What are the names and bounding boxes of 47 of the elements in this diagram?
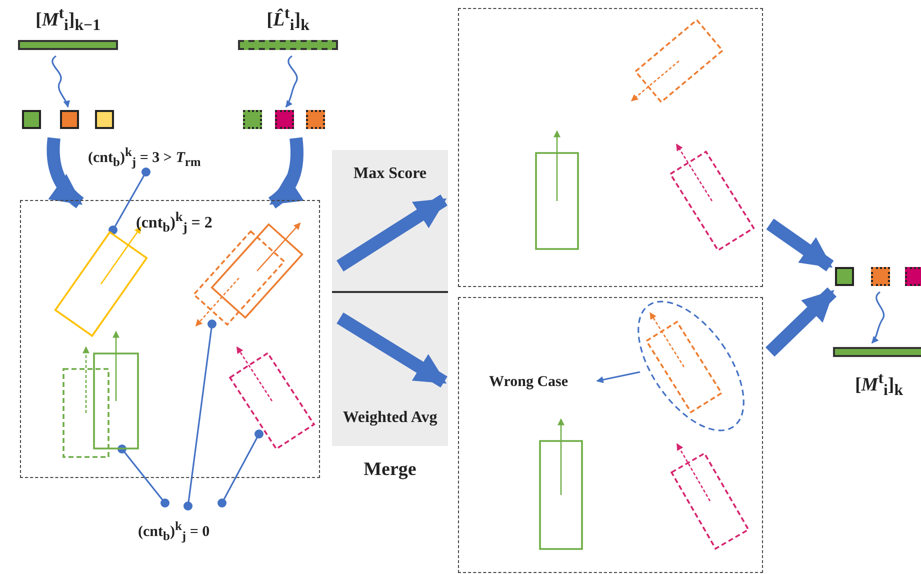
dashed-panel: [458, 297, 763, 573]
rotated-box: [228, 346, 316, 450]
rotated-box: [535, 130, 579, 250]
option-label: Weighted Avg: [342, 408, 438, 428]
formula-label: (cnt$_{b}$)$^{k}$$_{j}$ = 0: [138, 516, 210, 546]
rotated-box: [210, 222, 304, 319]
rotated-box: [62, 346, 110, 458]
color-square: [275, 110, 294, 129]
color-square: [835, 267, 854, 286]
leader-line: [184, 320, 216, 510]
formula-label: Wrong Case: [489, 372, 568, 392]
dashed-panel: [20, 200, 320, 478]
color-square: [243, 110, 262, 129]
block-arrow: [766, 218, 834, 272]
rotated-box: [670, 443, 750, 550]
formula-label: (cnt$_{b}$)$^{k}$$_{j}$ = 3 > T$_{rm}$: [88, 142, 201, 172]
formula-label: (cnt$_{b}$)$^{k}$$_{j}$ = 2: [136, 208, 212, 237]
rotated-box: [93, 330, 139, 450]
leader-line: [218, 430, 264, 508]
rotated-box: [630, 18, 724, 104]
block-arrow: [336, 312, 448, 388]
math-label: [M$^{t}$$_{i}$]$_{k}$: [854, 369, 904, 402]
option-label: Max Score: [352, 164, 428, 184]
math-label: [M$^{t}$$_{i}$]$_{k−1}$: [34, 4, 102, 36]
color-square: [22, 110, 41, 129]
rotated-box: [645, 312, 723, 414]
squiggle-arrow: [52, 55, 70, 108]
rotated-box: [192, 230, 286, 326]
squiggle-arrow: [871, 291, 884, 344]
leader-line: [118, 444, 170, 508]
color-square: [905, 267, 921, 286]
rotated-box: [539, 418, 583, 550]
dashed-panel: [458, 8, 763, 287]
squiggle-arrow: [285, 55, 298, 108]
color-square: [871, 267, 890, 286]
leader-line: [108, 168, 150, 234]
color-square: [60, 110, 79, 129]
merge-panel: [332, 150, 448, 446]
leader-line: [596, 371, 640, 384]
block-arrow: [765, 287, 837, 357]
rotated-box: [669, 144, 755, 252]
color-square: [95, 110, 114, 129]
dashed-ellipse: [638, 300, 744, 432]
heading: Merge: [362, 460, 418, 480]
color-square: [306, 110, 325, 129]
math-label: [L̂$^{t}$$_{i}$]$_{k}$: [266, 4, 310, 36]
block-arrow: [336, 194, 448, 272]
